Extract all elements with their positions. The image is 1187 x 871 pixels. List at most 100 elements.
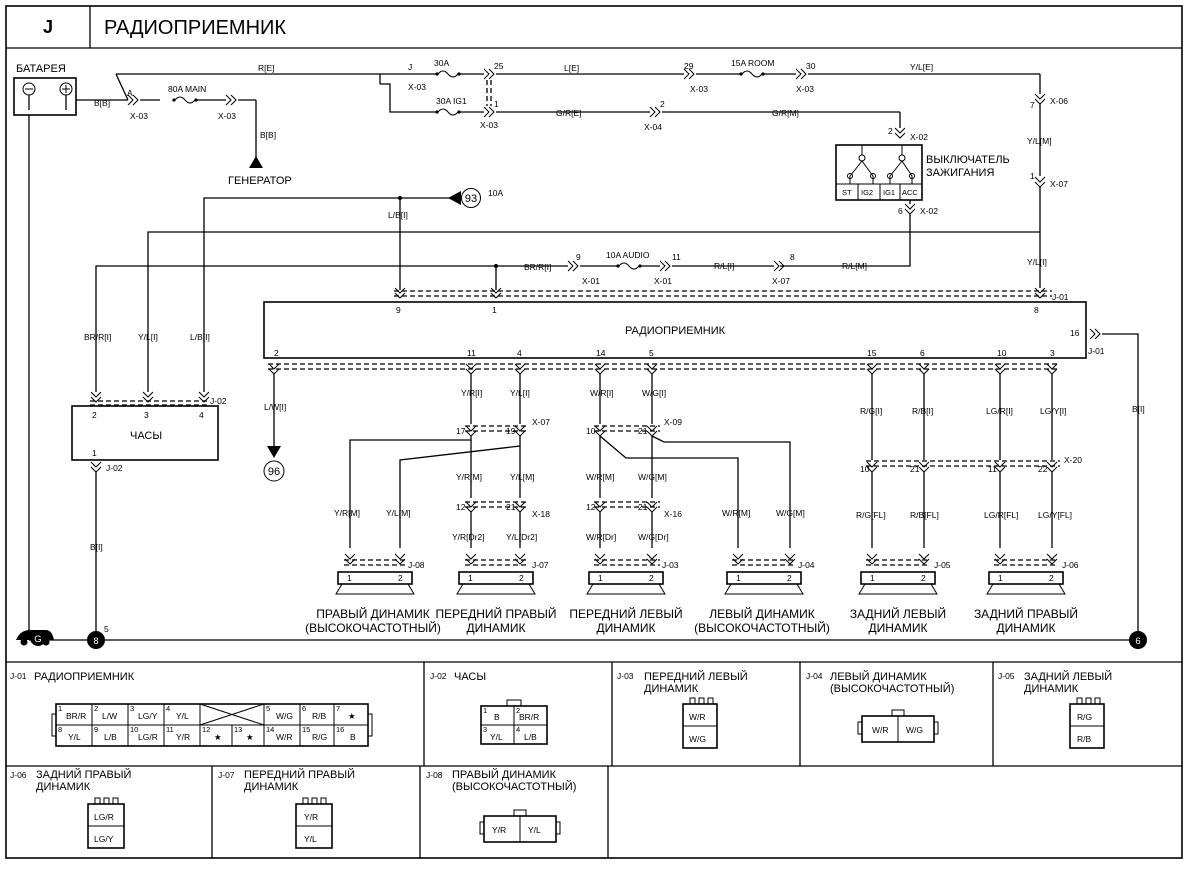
- svg-text:★: ★: [246, 732, 254, 742]
- svg-text:X-07: X-07: [772, 276, 790, 286]
- svg-text:16: 16: [336, 725, 344, 734]
- svg-text:21: 21: [910, 464, 920, 474]
- svg-text:IG1: IG1: [883, 188, 895, 197]
- svg-text:X-03: X-03: [218, 111, 236, 121]
- ground-6-icon: [1129, 631, 1147, 649]
- svg-text:Y/R[Dr2]: Y/R[Dr2]: [452, 532, 485, 542]
- svg-text:R/B: R/B: [312, 711, 327, 721]
- svg-text:9: 9: [576, 252, 581, 262]
- svg-text:3: 3: [483, 725, 487, 734]
- clock-label: ЧАСЫ: [130, 430, 162, 442]
- svg-text:J-07: J-07: [218, 770, 235, 780]
- svg-text:J-02: J-02: [210, 396, 227, 406]
- svg-text:1: 1: [468, 573, 473, 583]
- svg-text:ДИНАМИК: ДИНАМИК: [596, 621, 655, 635]
- svg-text:Y/L[I]: Y/L[I]: [138, 332, 158, 342]
- svg-text:X-07: X-07: [532, 417, 550, 427]
- svg-text:6: 6: [920, 348, 925, 358]
- svg-text:11: 11: [672, 252, 681, 262]
- battery-label: БАТАРЕЯ: [16, 63, 66, 75]
- svg-text:X-18: X-18: [532, 509, 550, 519]
- svg-text:Y/L: Y/L: [68, 732, 81, 742]
- svg-text:Y/L[M]: Y/L[M]: [510, 472, 535, 482]
- svg-text:X-07: X-07: [1050, 179, 1068, 189]
- battery-box: [13, 77, 77, 116]
- svg-text:(ВЫСОКОЧАСТОТНЫЙ): (ВЫСОКОЧАСТОТНЫЙ): [452, 780, 576, 793]
- svg-text:B[B]: B[B]: [94, 98, 110, 108]
- svg-text:РАДИОПРИЕМНИК: РАДИОПРИЕМНИК: [34, 671, 135, 683]
- connector-j06-face: [87, 797, 125, 849]
- generator-arrow-icon: [249, 156, 263, 168]
- svg-text:3: 3: [144, 410, 149, 420]
- svg-text:Y/L: Y/L: [176, 711, 189, 721]
- svg-text:2: 2: [516, 706, 520, 715]
- svg-text:1: 1: [492, 305, 497, 315]
- svg-text:G: G: [34, 634, 41, 645]
- svg-text:1: 1: [998, 573, 1003, 583]
- svg-text:(ВЫСОКОЧАСТОТНЫЙ): (ВЫСОКОЧАСТОТНЫЙ): [830, 682, 954, 695]
- svg-text:Y/L[Dr2]: Y/L[Dr2]: [506, 532, 537, 542]
- svg-text:4: 4: [199, 410, 204, 420]
- svg-text:J-04: J-04: [798, 560, 815, 570]
- svg-text:X-06: X-06: [1050, 96, 1068, 106]
- svg-text:X-03: X-03: [480, 120, 498, 130]
- svg-text:LG/R: LG/R: [94, 812, 114, 822]
- svg-text:ПЕРЕДНИЙ ЛЕВЫЙ: ПЕРЕДНИЙ ЛЕВЫЙ: [644, 670, 748, 683]
- svg-text:Y/L[I]: Y/L[I]: [510, 388, 530, 398]
- svg-text:ЧАСЫ: ЧАСЫ: [454, 671, 486, 683]
- speaker-right-tweeter: J-08 1 2 ПРАВЫЙ ДИНАМИК (ВЫСОКОЧАСТОТНЫЙ…: [305, 553, 441, 635]
- svg-text:B[I]: B[I]: [90, 542, 103, 552]
- svg-text:2: 2: [787, 573, 792, 583]
- svg-text:19: 19: [506, 426, 516, 436]
- svg-text:W/R: W/R: [689, 712, 706, 722]
- svg-text:22: 22: [1038, 464, 1048, 474]
- connector-j03-face: [682, 697, 718, 749]
- svg-text:ЗАЖИГАНИЯ: ЗАЖИГАНИЯ: [926, 167, 994, 179]
- svg-text:W/G: W/G: [906, 725, 923, 735]
- svg-text:Y/L[M]: Y/L[M]: [1027, 136, 1052, 146]
- svg-text:ДИНАМИК: ДИНАМИК: [996, 621, 1055, 635]
- svg-text:J-08: J-08: [408, 560, 425, 570]
- svg-text:10A: 10A: [488, 188, 503, 198]
- svg-text:J-03: J-03: [617, 671, 634, 681]
- svg-text:R/G[I]: R/G[I]: [860, 406, 882, 416]
- svg-text:L/B[I]: L/B[I]: [388, 210, 408, 220]
- svg-text:4: 4: [166, 704, 170, 713]
- svg-text:12: 12: [586, 502, 596, 512]
- svg-text:10: 10: [130, 725, 138, 734]
- svg-text:15: 15: [302, 725, 310, 734]
- radio-unit-label: РАДИОПРИЕМНИК: [625, 325, 726, 337]
- ref-96-icon: [263, 460, 285, 482]
- svg-text:1: 1: [870, 573, 875, 583]
- speaker-label-5: ЗАДНИЙ ЛЕВЫЙ: [850, 606, 946, 621]
- svg-text:14: 14: [266, 725, 274, 734]
- svg-text:W/R[I]: W/R[I]: [590, 388, 614, 398]
- svg-text:X-02: X-02: [910, 132, 928, 142]
- speaker-front-right: J-07 1 2 ПЕРЕДНИЙ ПРАВЫЙ ДИНАМИК: [435, 553, 557, 635]
- svg-text:13: 13: [234, 725, 242, 734]
- svg-text:W/R[M]: W/R[M]: [722, 508, 750, 518]
- svg-text:ПЕРЕДНИЙ ПРАВЫЙ: ПЕРЕДНИЙ ПРАВЫЙ: [244, 768, 355, 781]
- svg-text:X-04: X-04: [644, 122, 662, 132]
- svg-text:BR/R: BR/R: [519, 712, 539, 722]
- svg-text:7: 7: [336, 704, 340, 713]
- ignition-switch-box: [835, 144, 923, 201]
- svg-text:W/G[I]: W/G[I]: [642, 388, 666, 398]
- svg-text:W/R[Dr]: W/R[Dr]: [586, 532, 616, 542]
- svg-text:ЗАДНИЙ ПРАВЫЙ: ЗАДНИЙ ПРАВЫЙ: [36, 768, 131, 781]
- svg-text:9: 9: [396, 305, 401, 315]
- svg-text:3: 3: [1050, 348, 1055, 358]
- svg-text:BR/R[I]: BR/R[I]: [524, 262, 551, 272]
- svg-text:X-01: X-01: [582, 276, 600, 286]
- svg-text:1: 1: [494, 99, 499, 109]
- svg-text:R/B[FL]: R/B[FL]: [910, 510, 939, 520]
- svg-text:IG2: IG2: [861, 188, 873, 197]
- svg-text:93: 93: [465, 193, 477, 205]
- svg-text:X-16: X-16: [664, 509, 682, 519]
- speaker-front-left: J-03 1 2 ПЕРЕДНИЙ ЛЕВЫЙ ДИНАМИК: [569, 553, 683, 635]
- svg-text:R/G: R/G: [312, 732, 327, 742]
- svg-text:30A IG1: 30A IG1: [436, 96, 467, 106]
- svg-text:X-03: X-03: [690, 84, 708, 94]
- svg-text:2: 2: [274, 348, 279, 358]
